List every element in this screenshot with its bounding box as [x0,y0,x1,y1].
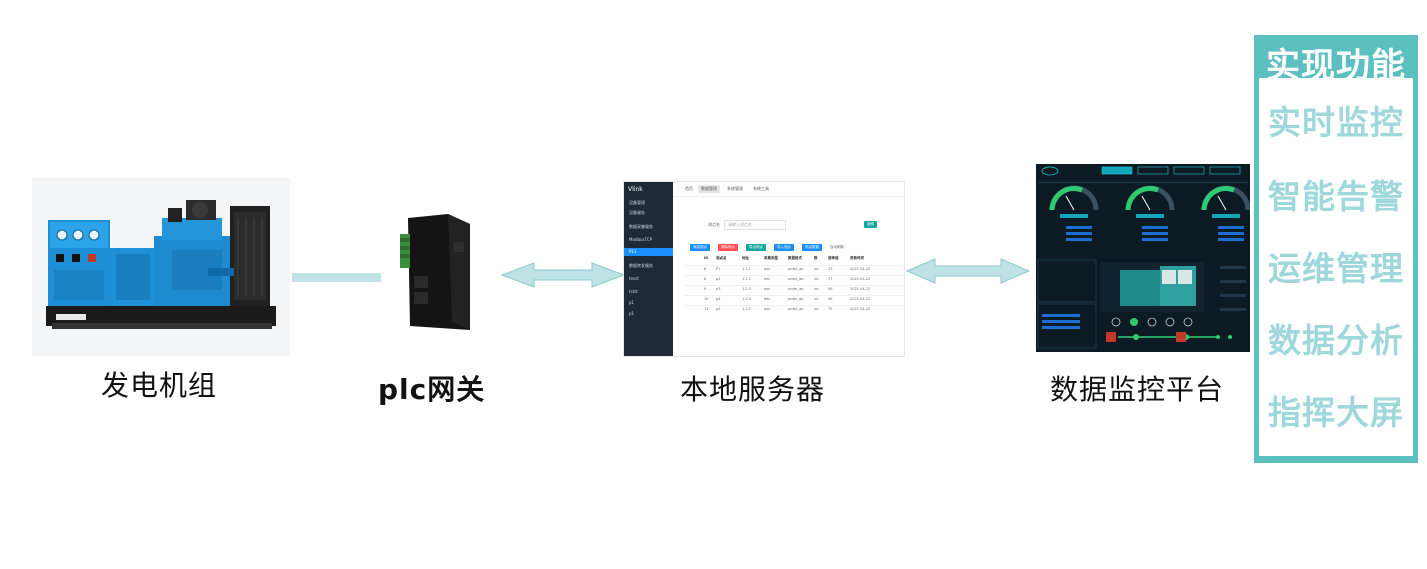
server-table-cell: 11 [704,307,709,311]
server-screenshot: Vlink 设备管理 设备服务 数据采集服务 ModbusTCP P11 数据转… [623,181,905,357]
platform-label: 数据监控平台 [1050,373,1225,406]
server-sidebar [624,182,673,356]
function-item: 数据分析 [1268,321,1404,360]
server-topbar [673,182,904,197]
server-table-cell: dec [764,267,771,271]
server-menu-item[interactable]: ModbusTCP [629,237,653,242]
server-auto-refresh[interactable]: 自动刷新 [830,245,844,249]
server-table-cell: dec [764,277,771,281]
functions-list: 实时监控 智能告警 运维管理 数据分析 指挥大屏 [1259,78,1413,456]
server-tab[interactable]: 系统管理 [727,186,743,191]
function-item: 指挥大屏 [1268,393,1404,432]
server-menu-item[interactable]: p1 [629,300,635,305]
server-platform-arrow [905,258,1031,284]
functions-panel: 实现功能 实时监控 智能告警 运维管理 数据分析 指挥大屏 [1254,35,1418,463]
server-table-cell: int [814,277,819,281]
server-table-header: ID [704,256,709,260]
server-menu-item[interactable]: 设备服务 [629,210,645,215]
server-table-header: 数据格式 [788,256,802,260]
server-table-cell: 2021-04-22 [850,307,871,311]
server-table-cell: 8 [704,277,707,281]
server-import-button[interactable]: 导入测点 [774,244,794,251]
generator-label: 发电机组 [101,369,218,402]
server-delete-button[interactable]: 删除测点 [718,244,738,251]
server-menu-item[interactable]: 数据采集服务 [629,224,653,229]
server-search-button[interactable]: 搜索 [864,221,877,228]
server-table-cell: int [814,287,819,291]
server-table-cell: dec [764,307,771,311]
server-table-row[interactable] [684,275,904,276]
server-table-cell: 1.2.4 [742,297,751,301]
server-table-cell: 2021-04-22 [850,287,871,291]
server-table-header: 数 [814,256,818,260]
server-table-cell: p2 [716,277,721,281]
server-menu-item[interactable]: tesst [629,276,639,281]
server-menu-item[interactable]: tstst [629,289,638,294]
function-item: 智能告警 [1268,177,1404,216]
server-table-cell: 46 [828,297,833,301]
generator-plc-connector [292,273,381,282]
server-table-cell: order_ab [788,267,804,271]
server-export-button[interactable]: 导出测点 [746,244,766,251]
server-table-cell: 13 [828,267,833,271]
server-data-button[interactable]: 测点数据 [802,244,822,251]
server-menu-item[interactable]: 数据转发服务 [629,263,653,268]
server-table-cell: int [814,297,819,301]
server-menu-item-active[interactable]: P11 [624,248,673,256]
server-table-row[interactable] [684,295,904,296]
server-table-cell: order_ab [788,307,804,311]
server-table-header: 倍率值 [828,256,839,260]
generator-image [32,178,290,356]
server-table-cell: 1.2.2 [742,277,751,281]
server-tab[interactable]: 首页 [685,186,693,191]
server-table-cell: 1.2.3 [742,287,751,291]
monitoring-screenshot [1036,164,1250,352]
server-filter-placeholder: 请输入测点名 [728,222,752,227]
server-add-button[interactable]: 添加测点 [690,244,710,251]
server-table-cell: 10 [704,297,709,301]
plc-gateway-image [394,214,474,330]
function-item: 运维管理 [1268,249,1404,288]
server-table-cell: order_ab [788,277,804,281]
server-table-row[interactable] [684,285,904,286]
server-table-header: 采集类型 [764,256,778,260]
server-table-cell: dec [764,287,771,291]
server-table-cell: 9 [704,287,707,291]
server-table-cell: 1.2.1 [742,267,751,271]
plc-server-arrow [500,262,626,288]
server-table-cell: 99 [828,287,833,291]
server-filter-input[interactable] [724,220,786,230]
server-tab-active[interactable]: 数据管理 [698,185,720,193]
server-label: 本地服务器 [680,373,826,406]
server-table-cell: 75 [828,307,833,311]
server-table-cell: p5 [716,307,721,311]
server-table-cell: 2021-04-22 [850,297,871,301]
server-table-cell: p4 [716,297,721,301]
server-table-cell: int [814,307,819,311]
server-tab[interactable]: 系统工具 [753,186,769,191]
function-item: 实时监控 [1268,103,1404,142]
server-table-cell: int [814,267,819,271]
server-filter-label: 测点名 [708,222,720,227]
server-table-header: 地址 [742,256,749,260]
plc-label: plc网关 [378,373,486,406]
server-table-cell: 2021-04-22 [850,277,871,281]
server-brand: Vlink [628,186,643,193]
server-table-cell: 2021-04-22 [850,267,871,271]
server-table-cell: p3 [716,287,721,291]
server-table-header: 更新时间 [850,256,864,260]
server-table-row[interactable] [684,265,904,266]
server-table-header: 测点名 [716,256,727,260]
server-menu-item[interactable]: 设备管理 [629,200,645,205]
server-table-cell: 77 [828,277,833,281]
server-table-row[interactable] [684,305,904,306]
server-table-cell: order_ab [788,297,804,301]
server-menu-item[interactable]: p1 [629,311,635,316]
server-table-cell: 1.2.5 [742,307,751,311]
server-table-cell: dec [764,297,771,301]
server-table-cell: 8 [704,267,707,271]
server-table-cell: order_ab [788,287,804,291]
server-table-cell: P1 [716,267,721,271]
